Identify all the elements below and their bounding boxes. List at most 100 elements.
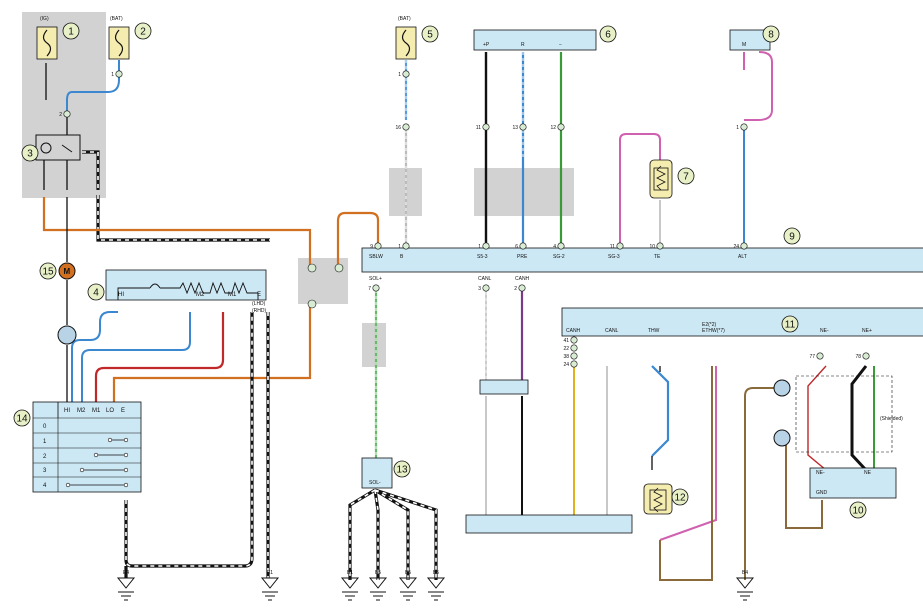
pin-dot: [63, 110, 71, 118]
callout-circle: [393, 460, 411, 478]
grounds: [116, 577, 755, 601]
callout-number: 12: [674, 493, 686, 504]
ecu11-terminal: ETHW(*7): [702, 328, 725, 334]
callout-number: 6: [605, 30, 611, 41]
sensor-7: [649, 159, 673, 199]
ecu11-terminal: THW: [648, 328, 660, 334]
ground-label: B4: [742, 570, 748, 576]
pin-dot: [816, 352, 824, 360]
callout-circle: [783, 227, 801, 245]
ecu11-terminal: NE+: [862, 328, 872, 334]
pin-dot: [740, 242, 748, 250]
callout-15: 15: [39, 262, 57, 280]
ground-label: E4: [123, 570, 129, 576]
ecu9-terminal: PRE: [517, 254, 528, 260]
fuse-5: (BAT): [395, 16, 417, 60]
pin-dot: [115, 70, 123, 78]
pin-connector: 16: [395, 123, 410, 131]
callout-11: 11: [781, 315, 799, 333]
pin-dot: [616, 242, 624, 250]
ecu9-terminal: SBLW: [369, 254, 383, 260]
pin-dot: [372, 284, 380, 292]
callout-6: 6: [599, 25, 617, 43]
ground-label: B5: [375, 570, 381, 576]
ground-label: E1: [267, 570, 273, 576]
callout-2: 2: [134, 22, 152, 40]
callout-13: 13: [393, 460, 411, 478]
pin-number: 12: [550, 125, 556, 131]
switch-row-2: 2: [43, 454, 47, 460]
pin-dot: [862, 352, 870, 360]
switch-row-4: 4: [43, 483, 47, 489]
sensor-7-body: [649, 159, 673, 199]
pin-dot: [570, 352, 578, 360]
res-label-m1: M1: [228, 292, 237, 298]
ecu11-terminal: CANL: [605, 328, 619, 334]
pin-connector: 78: [855, 352, 870, 360]
callout-number: 2: [140, 27, 146, 38]
callout-number: 9: [789, 232, 795, 243]
motor-icon: [58, 262, 76, 280]
ecu9-lower-terminal: CANL: [478, 276, 492, 282]
callout-number: 13: [396, 465, 408, 476]
block-6: +P R −: [473, 29, 597, 51]
pin-number: 38: [563, 354, 569, 360]
pin-connector: 10: [649, 242, 664, 250]
block-8-pin: M: [742, 42, 746, 48]
shield-ground-lower: [773, 429, 791, 447]
pin-dot: [482, 123, 490, 131]
ecu9-lower-terminal: CANH: [515, 276, 530, 282]
callout-number: 8: [768, 30, 774, 41]
pin-number: 41: [563, 338, 569, 344]
res-label-e: E: [257, 292, 261, 298]
pin-connector: 22: [563, 344, 578, 352]
pin-connector: 41: [563, 336, 578, 344]
pin-dot: [402, 242, 410, 250]
ecu-9: [361, 247, 923, 273]
pin-number: 16: [395, 125, 401, 131]
callout-8: 8: [762, 25, 780, 43]
pin-dot: [570, 336, 578, 344]
pin-number: 2: [514, 286, 517, 292]
pin-connector: 1: [398, 242, 410, 250]
pin-dot: [740, 123, 748, 131]
pin-number: 22: [563, 346, 569, 352]
pin-number: 11: [610, 244, 615, 250]
pin-number: 9: [370, 244, 373, 250]
switch-row-1: 1: [43, 439, 47, 445]
ecu-9-box: [361, 247, 923, 273]
ecu11-terminal: E2(*2): [702, 322, 717, 328]
motor-symbol: M: [64, 267, 71, 276]
ecu11-terminal: CANH: [566, 328, 581, 334]
callout-circle: [39, 262, 57, 280]
pin-connector: 3: [478, 284, 490, 292]
callout-circle: [677, 167, 695, 185]
resistor-box: [105, 269, 267, 301]
callout-14: 14: [13, 409, 31, 427]
pin-connector: 13: [512, 123, 527, 131]
pin-connector: 2: [514, 284, 526, 292]
pin-number: 1: [111, 72, 114, 78]
pin-connector: 6: [515, 242, 527, 250]
switch-col-hi: HI: [64, 408, 70, 414]
callout-circle: [21, 144, 39, 162]
block-13: [361, 457, 393, 489]
switch-row-3: 3: [43, 468, 47, 474]
callout-number: 5: [427, 30, 433, 41]
callout-number: 3: [27, 149, 33, 160]
switch-col-m1: M1: [92, 408, 101, 414]
callout-7: 7: [677, 167, 695, 185]
pin-dot: [570, 360, 578, 368]
pin-number: 11: [476, 125, 481, 131]
pin-connector: 1: [398, 70, 410, 78]
pin-number: 7: [368, 286, 371, 292]
block-10: NE- NE GND: [809, 467, 897, 499]
pin-dot: [519, 123, 527, 131]
callout-circle: [87, 283, 105, 301]
ecu9-terminal: SG-2: [553, 254, 565, 260]
callout-circle: [599, 25, 617, 43]
sensor-12: [643, 483, 673, 515]
block-10-box: [809, 467, 897, 499]
ground-label: B5: [433, 570, 439, 576]
